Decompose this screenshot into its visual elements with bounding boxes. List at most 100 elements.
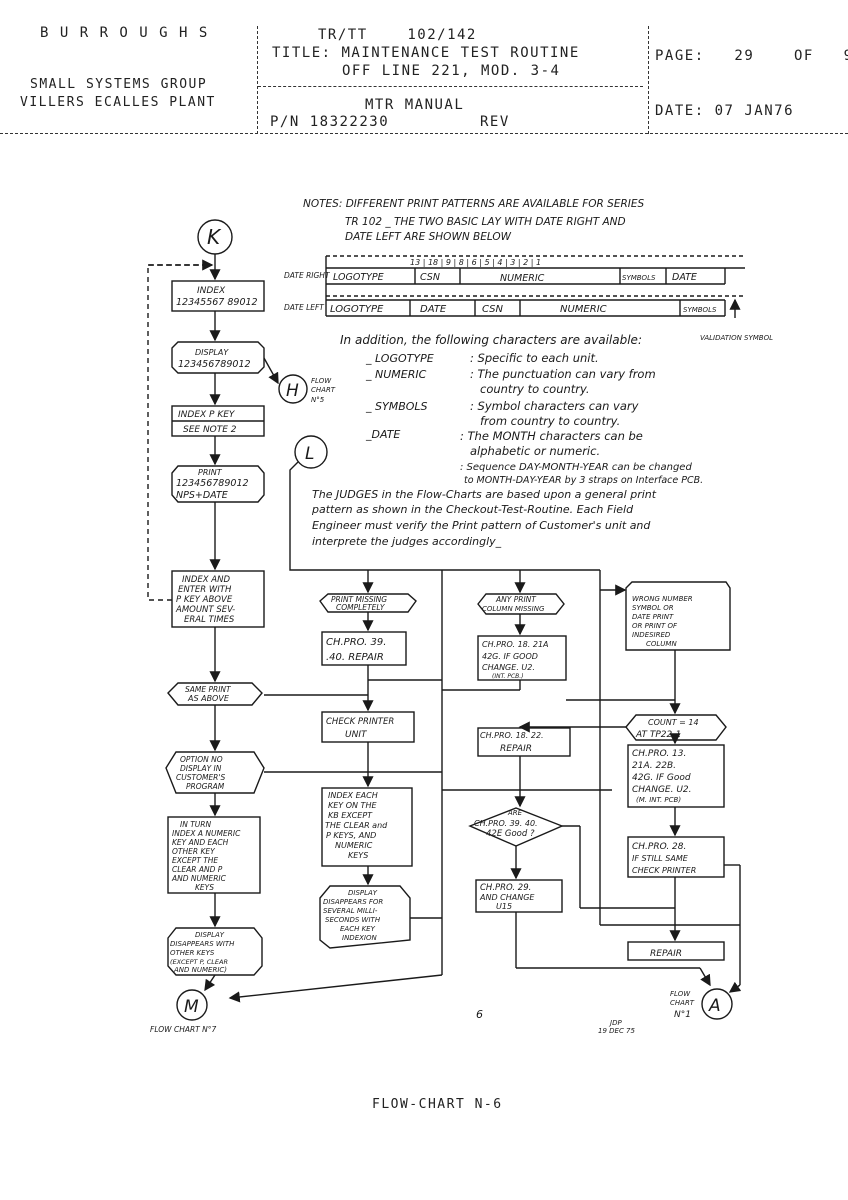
notes-intro: In addition, the following characters ar…	[340, 333, 642, 347]
disp-2: DISAPPEARS WITH	[170, 940, 235, 948]
conn-h-note-2: CHART	[311, 386, 336, 394]
page-number: 6	[476, 1008, 483, 1021]
idxeach-3: KB EXCEPT	[328, 811, 373, 820]
box-index	[171, 280, 265, 312]
judge-any-column	[477, 593, 565, 615]
enter-line-3: P KEY ABOVE	[176, 595, 233, 605]
ch-39-b: .40. REPAIR	[326, 652, 384, 663]
val-symbols-2: from country to country.	[480, 414, 620, 428]
dispms-5: EACH KEY	[340, 925, 376, 933]
judges-1: The JUDGES in the Flow-Charts are based …	[312, 488, 657, 501]
judges-3: Engineer must verify the Print pattern o…	[312, 519, 651, 532]
disp-5: AND NUMERIC)	[173, 966, 227, 974]
ch1822-b: REPAIR	[500, 744, 532, 754]
count-2: AT TP22-1	[635, 730, 681, 740]
val-logotype: : Specific to each unit.	[470, 351, 599, 365]
connector-k-label: K	[207, 225, 222, 249]
ch13-a: CH.PRO. 13.	[632, 749, 686, 759]
header-col-rule-2	[648, 26, 649, 134]
key-date: _DATE	[365, 428, 400, 441]
r2-logotype: LOGOTYPE	[330, 304, 384, 315]
index-digits: 12345567 89012	[176, 297, 258, 308]
box-display	[171, 341, 265, 374]
dispms-6: INDEXION	[342, 934, 377, 942]
ch29-b: AND CHANGE	[479, 893, 535, 902]
box-index-each-key	[321, 787, 413, 867]
ch13-c: 42G. IF Good	[632, 773, 691, 783]
key-numeric: _ NUMERIC	[365, 368, 427, 381]
same-print-2: AS ABOVE	[187, 694, 230, 703]
dispms-4: SECONDS WITH	[325, 916, 381, 924]
connector-l-label: L	[305, 444, 314, 464]
turn-8: KEYS	[195, 883, 214, 892]
label-date-left: DATE LEFT	[284, 303, 325, 312]
turn-1: IN TURN	[180, 820, 211, 829]
connector-l	[294, 435, 328, 469]
connector-m	[176, 989, 208, 1021]
key-logotype: _ LOGOTYPE	[365, 352, 434, 365]
anycol-2: COLUMN MISSING	[482, 605, 545, 613]
turn-3: KEY AND EACH	[172, 838, 229, 847]
conn-m-note: FLOW CHART N°7	[150, 1025, 217, 1034]
index-label: INDEX	[197, 286, 226, 296]
connector-m-label: M	[184, 997, 199, 1017]
dispms-2: DISAPPEARS FOR	[323, 898, 383, 906]
ch29-a: CH.PRO. 29.	[480, 883, 531, 893]
idxeach-6: NUMERIC	[335, 841, 373, 850]
enter-line-2: ENTER WITH	[178, 585, 232, 595]
are-2: CH.PRO. 39. 40.	[474, 819, 538, 828]
conn-a-note-3: N°1	[674, 1010, 691, 1020]
wrong-6: COLUMN	[646, 640, 677, 648]
check-printer-1: CHECK PRINTER	[326, 717, 394, 727]
header-col-rule	[257, 26, 258, 134]
r1-logotype: LOGOTYPE	[333, 272, 384, 283]
idxeach-4: THE CLEAR and	[325, 821, 388, 830]
ch18-b: 42G. IF GOOD	[482, 652, 538, 661]
box-ch-pro-39-40	[321, 631, 407, 666]
repair-label: REPAIR	[650, 949, 682, 959]
count-1: COUNT = 14	[648, 718, 699, 727]
header-bottom-rule	[0, 133, 848, 134]
connector-a	[701, 988, 733, 1020]
conn-h-note-1: FLOW	[311, 377, 332, 385]
part-number: P/N 18322230	[270, 114, 390, 130]
display-digits: 123456789012	[178, 359, 251, 370]
are-3: 42E Good ?	[486, 829, 535, 839]
box-repair	[627, 941, 725, 961]
plant-name: VILLERS ECALLES PLANT	[20, 95, 216, 110]
ch1822-a: CH.PRO. 18. 22.	[480, 731, 544, 740]
revision: REV	[480, 114, 510, 130]
turn-6: CLEAR AND P	[172, 865, 223, 874]
doc-code: TR/TT 102/142	[318, 27, 477, 43]
box-display-disappears	[167, 927, 263, 976]
ch28-c: CHECK PRINTER	[632, 866, 696, 875]
connector-h	[278, 374, 308, 404]
validation-symbol: VALIDATION SYMBOL	[700, 334, 773, 342]
turn-2: INDEX A NUMERIC	[172, 829, 241, 838]
r1-csn: CSN	[420, 272, 440, 283]
key-symbols: _ SYMBOLS	[365, 400, 428, 413]
judge-same-print	[167, 682, 263, 706]
company-name: B U R R O U G H S	[40, 25, 209, 41]
r1-date: DATE	[672, 272, 697, 283]
digit-positions: 13 | 18 | 9 | 8 | 6 | 5 | 4 | 3 | 2 | 1	[410, 258, 541, 267]
print-label: PRINT	[198, 468, 223, 477]
anycol-1: ANY PRINT	[495, 595, 537, 604]
wrong-4: OR PRINT OF	[632, 622, 678, 630]
notes-line-2: TR 102 _ THE TWO BASIC LAY WITH DATE RIG…	[345, 216, 626, 228]
group-name: SMALL SYSTEMS GROUP	[30, 77, 208, 92]
miss-1: PRINT MISSING	[331, 595, 387, 604]
ch13-b: 21A. 22B.	[632, 761, 676, 771]
turn-4: OTHER KEY	[172, 847, 216, 856]
page-indicator: PAGE: 29 OF 9	[655, 48, 848, 64]
initials-date: 19 DEC 75	[598, 1027, 636, 1035]
disp-1: DISPLAY	[195, 931, 225, 939]
judges-4: interprete the judges accordingly_	[312, 535, 502, 548]
r2-numeric: NUMERIC	[560, 304, 607, 315]
ch-39-a: CH.PRO. 39.	[326, 637, 386, 648]
box-wrong-number	[625, 581, 731, 651]
box-ch-pro-13	[627, 744, 725, 808]
box-ch-pro-28	[627, 836, 725, 878]
wrong-2: SYMBOL OR	[632, 604, 674, 612]
connector-a-label: A	[708, 996, 721, 1016]
